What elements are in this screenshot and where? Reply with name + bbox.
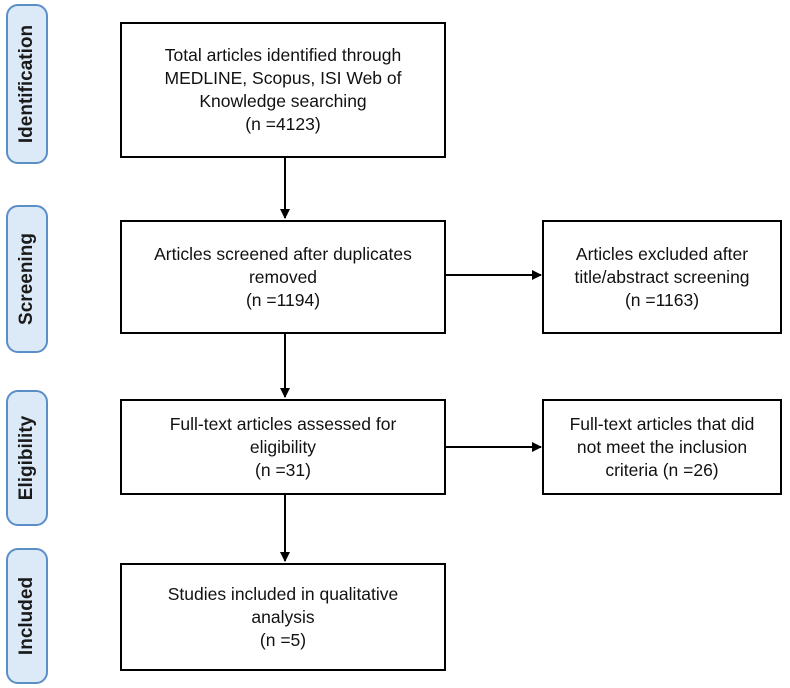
box-included: Studies included in qualitative analysis… bbox=[120, 563, 446, 671]
box-screened-line-2: removed bbox=[248, 266, 318, 287]
box-included-count: (n =5) bbox=[259, 629, 307, 650]
box-screened-text: Articles screened after duplicates remov… bbox=[146, 243, 420, 312]
box-identified-line-2: MEDLINE, Scopus, ISI Web of bbox=[164, 68, 402, 88]
box-excluded: Articles excluded after title/abstract s… bbox=[542, 220, 782, 334]
box-fulltext-excluded-line-3: criteria (n =26) bbox=[605, 459, 719, 480]
box-fulltext-excluded-line-1: Full-text articles that did bbox=[569, 413, 755, 434]
box-identified-line-1: Total articles identified through bbox=[164, 45, 402, 65]
box-excluded-text: Articles excluded after title/abstract s… bbox=[566, 243, 757, 312]
box-fulltext-line-2: eligibility bbox=[249, 436, 317, 457]
box-identified-count: (n =4123) bbox=[245, 114, 321, 134]
box-excluded-line-1: Articles excluded after bbox=[575, 243, 749, 264]
box-screened: Articles screened after duplicates remov… bbox=[120, 220, 446, 334]
box-included-line-2: analysis bbox=[251, 606, 315, 627]
box-identified: Total articles identified through MEDLIN… bbox=[120, 22, 446, 158]
box-excluded-count: (n =1163) bbox=[624, 289, 700, 310]
box-screened-count: (n =1194) bbox=[245, 289, 321, 310]
box-included-text: Studies included in qualitative analysis… bbox=[160, 583, 407, 652]
box-fulltext: Full-text articles assessed for eligibil… bbox=[120, 399, 446, 495]
box-fulltext-excluded: Full-text articles that did not meet the… bbox=[542, 399, 782, 495]
box-excluded-line-2: title/abstract screening bbox=[574, 266, 750, 287]
box-screened-line-1: Articles screened after duplicates bbox=[154, 243, 412, 264]
stage-identification: Identification bbox=[6, 4, 48, 164]
box-identified-text: Total articles identified through MEDLIN… bbox=[157, 44, 410, 136]
stage-eligibility: Eligibility bbox=[6, 390, 48, 526]
box-fulltext-excluded-text: Full-text articles that did not meet the… bbox=[562, 413, 763, 482]
stage-screening: Screening bbox=[6, 205, 48, 353]
box-fulltext-line-1: Full-text articles assessed for bbox=[169, 413, 397, 434]
box-identified-line-3: Knowledge searching bbox=[199, 91, 367, 111]
box-fulltext-count: (n =31) bbox=[255, 459, 311, 480]
stage-included: Included bbox=[6, 548, 48, 684]
box-fulltext-excluded-line-2: not meet the inclusion bbox=[576, 436, 748, 457]
box-fulltext-text: Full-text articles assessed for eligibil… bbox=[162, 413, 405, 482]
box-included-line-1: Studies included in qualitative bbox=[167, 583, 399, 604]
